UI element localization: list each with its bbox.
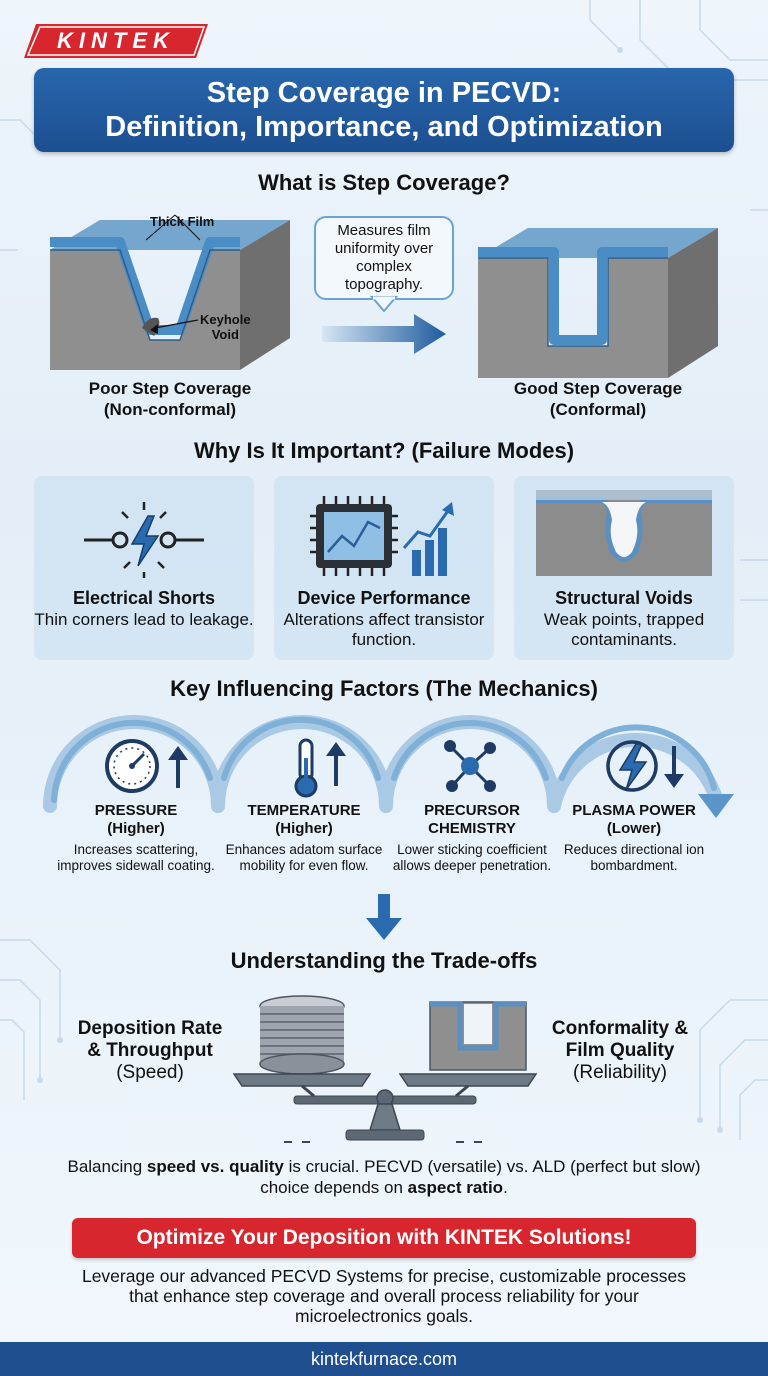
factor-flow-arcs [43, 715, 734, 818]
tradeoff-right-line1: Conformality & [551, 1018, 689, 1039]
failure-title: Device Performance [297, 588, 471, 608]
summary-part: Balancing [67, 1157, 147, 1176]
factor-title-sub: (Higher) [275, 820, 333, 837]
tradeoff-summary: Balancing speed vs. quality is crucial. … [60, 1156, 708, 1198]
poor-caption-line2: (Non-conformal) [103, 400, 237, 419]
factor-desc: Reduces directional ion bombardment. [563, 842, 705, 873]
factor-title: TEMPERATURE (Higher) [224, 802, 384, 838]
chip-chart-icon [310, 496, 454, 576]
tradeoff-left-line1: Deposition Rate [77, 1018, 223, 1039]
thermometer-icon [294, 738, 346, 798]
failure-desc: Thin corners lead to leakage. [34, 610, 254, 629]
factor-desc: Enhances adatom surface mobility for eve… [225, 842, 383, 873]
factor-title: PRESSURE (Higher) [56, 802, 216, 838]
failure-desc: Weak points, trapped contaminants. [543, 610, 705, 649]
balance-scale-icon [232, 995, 538, 1143]
factor-title-main: PRESSURE [94, 802, 178, 819]
logo-badge-icon [24, 24, 208, 58]
definition-arrow-icon [322, 314, 446, 354]
failure-title: Structural Voids [555, 588, 693, 608]
lightning-icon [606, 740, 684, 792]
factor-title-sub: (Lower) [606, 820, 662, 837]
void-trench-icon [536, 490, 712, 576]
title-banner: Step Coverage in PECVD: Definition, Impo… [34, 68, 734, 152]
tradeoff-right-label: Conformality & Film Quality (Reliability… [530, 1018, 710, 1084]
kintek-logo[interactable]: KINTEK [24, 24, 208, 58]
factor-title-sub: CHEMISTRY [428, 820, 516, 837]
cta-banner[interactable]: Optimize Your Deposition with KINTEK Sol… [72, 1218, 696, 1258]
poor-caption-line1: Poor Step Coverage [88, 379, 252, 398]
factor-title-sub: (Higher) [107, 820, 165, 837]
summary-bold: aspect ratio [407, 1178, 504, 1197]
factor-desc: Lower sticking coefficient allows deeper… [392, 842, 552, 873]
poor-coverage-diagram [50, 214, 290, 370]
title-line-1: Step Coverage in PECVD: [206, 77, 562, 109]
molecule-icon [444, 740, 496, 792]
factor-title-main: PRECURSOR [424, 802, 520, 819]
logo-text: KINTEK [57, 28, 175, 53]
failure-modes-heading: Why Is It Important? (Failure Modes) [193, 438, 575, 463]
summary-part: . [503, 1178, 508, 1197]
failure-desc: Alterations affect transistor function. [283, 610, 485, 649]
title-line-2: Definition, Importance, and Optimization [105, 111, 663, 143]
thick-film-label: Thick Film [150, 214, 215, 229]
definition-heading: What is Step Coverage? [258, 170, 510, 195]
factor-title: PLASMA POWER (Lower) [554, 802, 714, 838]
tradeoff-left-line3: (Speed) [116, 1062, 184, 1083]
tradeoffs-heading: Understanding the Trade-offs [230, 948, 538, 973]
definition-bubble: Measures film uniformity over complex to… [314, 216, 454, 300]
factor-title-main: PLASMA POWER [572, 802, 696, 819]
tradeoff-right-line3: (Reliability) [573, 1062, 667, 1083]
cta-description: Leverage our advanced PECVD Systems for … [81, 1266, 687, 1326]
poor-coverage-caption: Poor Step Coverage (Non-conformal) [70, 378, 270, 420]
electrical-short-icon [84, 502, 204, 578]
bubble-tail-icon [369, 296, 399, 313]
good-coverage-caption: Good Step Coverage (Conformal) [498, 378, 698, 420]
good-coverage-diagram [478, 228, 718, 378]
keyhole-void-label: Keyhole Void [200, 312, 251, 342]
failure-card-voids: Structural Voids Weak points, trapped co… [514, 476, 734, 660]
summary-part: is crucial. PECVD (versatile) vs. ALD (p… [260, 1157, 701, 1197]
tradeoff-left-label: Deposition Rate & Throughput (Speed) [60, 1018, 240, 1084]
factor-title-main: TEMPERATURE [247, 802, 361, 819]
factors-heading: Key Influencing Factors (The Mechanics) [170, 676, 598, 701]
summary-bold: speed vs. quality [146, 1157, 284, 1176]
footer-link[interactable]: kintekfurnace.com [0, 1342, 768, 1376]
tradeoff-left-line2: & Throughput [87, 1040, 213, 1061]
good-caption-line1: Good Step Coverage [513, 379, 683, 398]
failure-card-device: Device Performance Alterations affect tr… [274, 476, 494, 660]
good-caption-line2: (Conformal) [549, 400, 647, 419]
down-arrow-icon [366, 894, 402, 940]
factor-desc: Increases scattering, improves sidewall … [57, 842, 215, 873]
failure-title: Electrical Shorts [72, 588, 216, 608]
tradeoff-right-line2: Film Quality [565, 1040, 675, 1061]
gauge-icon [105, 739, 188, 793]
failure-card-electrical: Electrical Shorts Thin corners lead to l… [34, 476, 254, 660]
factor-title: PRECURSOR CHEMISTRY [392, 802, 552, 838]
